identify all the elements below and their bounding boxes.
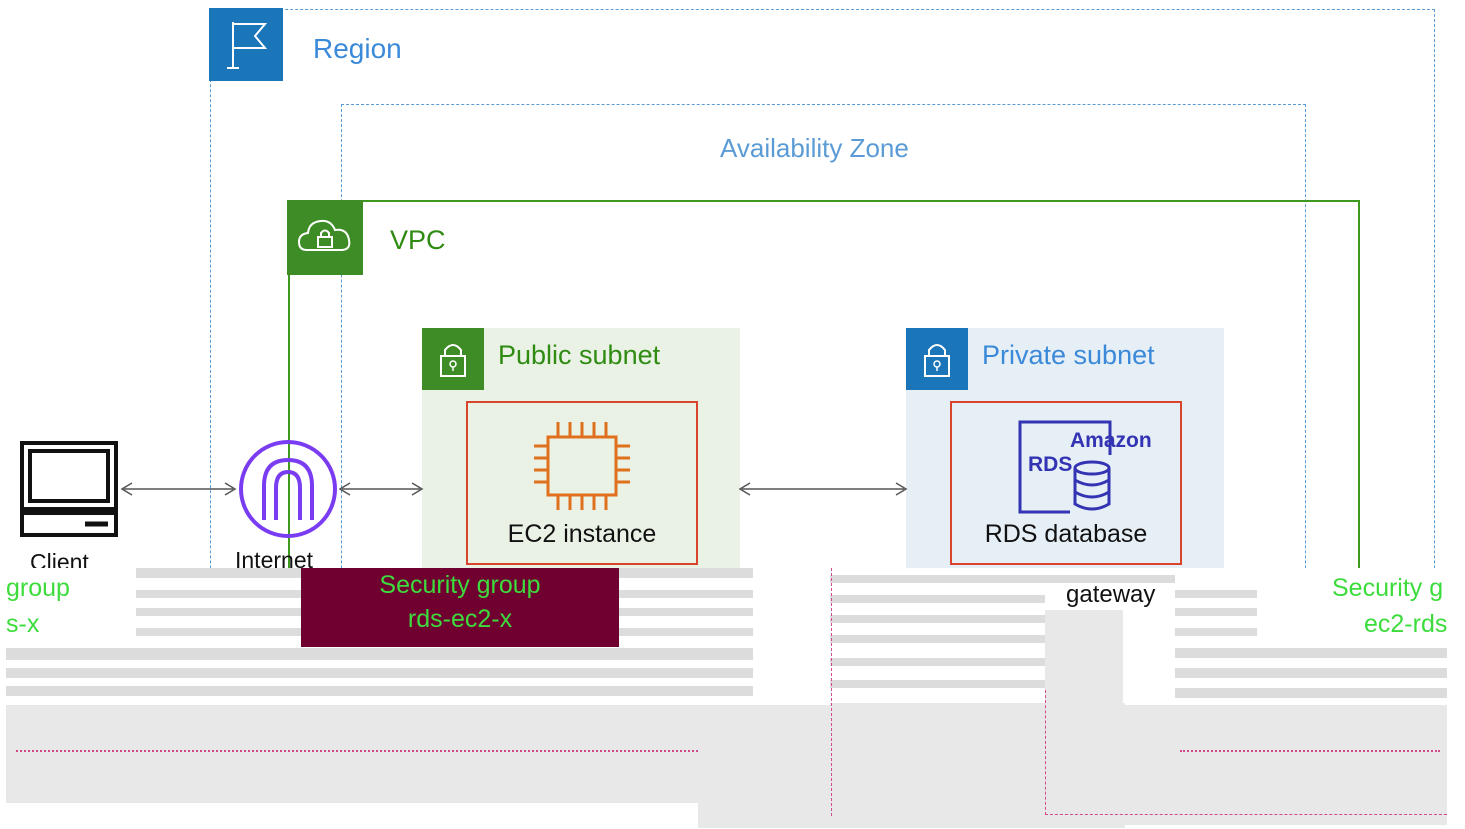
security-group-center-label: Security group <box>379 571 541 599</box>
artifact-dotted-line <box>16 750 698 752</box>
artifact-stripe <box>1175 688 1447 698</box>
artifact-gray-block <box>830 703 1125 828</box>
artifact-gray-block <box>1125 705 1447 825</box>
lock-icon <box>906 328 968 390</box>
security-group-center-name: rds-ec2-x <box>407 605 513 633</box>
artifact-gray-block <box>1045 610 1123 705</box>
rds-database-box <box>950 401 1182 565</box>
private-subnet-label: Private subnet <box>982 340 1155 370</box>
cloud-lock-icon <box>287 200 363 275</box>
ec2-instance-box <box>466 401 698 565</box>
artifact-stripe <box>1175 590 1257 598</box>
artifact-stripe <box>830 615 1045 623</box>
artifact-stripe <box>6 648 753 660</box>
artifact-stripe <box>1045 575 1175 583</box>
region-label: Region <box>313 33 402 64</box>
security-group-left-label: group <box>6 574 70 602</box>
artifact-stripe <box>830 635 1045 643</box>
rds-database-label: RDS database <box>984 520 1148 548</box>
artifact-stripe <box>6 686 753 696</box>
security-group-highlight <box>301 568 619 647</box>
availability-zone-label: Availability Zone <box>720 133 909 163</box>
artifact-stripe <box>1175 628 1257 636</box>
region-flag-icon <box>209 8 283 81</box>
lock-icon <box>422 328 484 390</box>
security-group-right-label: Security g <box>1332 574 1444 602</box>
artifact-stripe <box>1175 648 1447 658</box>
artifact-stripe <box>6 668 753 678</box>
security-group-left-name: s-x <box>6 610 40 638</box>
artifact-stripe <box>830 680 1045 688</box>
public-subnet-label: Public subnet <box>498 340 661 370</box>
ec2-instance-label: EC2 instance <box>507 520 657 548</box>
artifact-stripe <box>830 595 1045 603</box>
gateway-label: gateway <box>1066 581 1156 608</box>
artifact-stripe <box>830 658 1045 666</box>
security-group-right-name: ec2-rds <box>1364 610 1448 638</box>
artifact-stripe <box>830 575 1045 583</box>
artifact-dotted-line <box>1180 750 1440 752</box>
vpc-label: VPC <box>390 225 446 255</box>
artifact-dashed-outline <box>822 568 832 816</box>
artifact-gray-block <box>698 705 833 828</box>
artifact-stripe <box>1175 668 1447 678</box>
computer-icon <box>20 441 118 537</box>
artifact-gray-block <box>6 705 698 803</box>
artifact-dashed-outline <box>1045 690 1447 815</box>
artifact-stripe <box>1175 608 1257 616</box>
